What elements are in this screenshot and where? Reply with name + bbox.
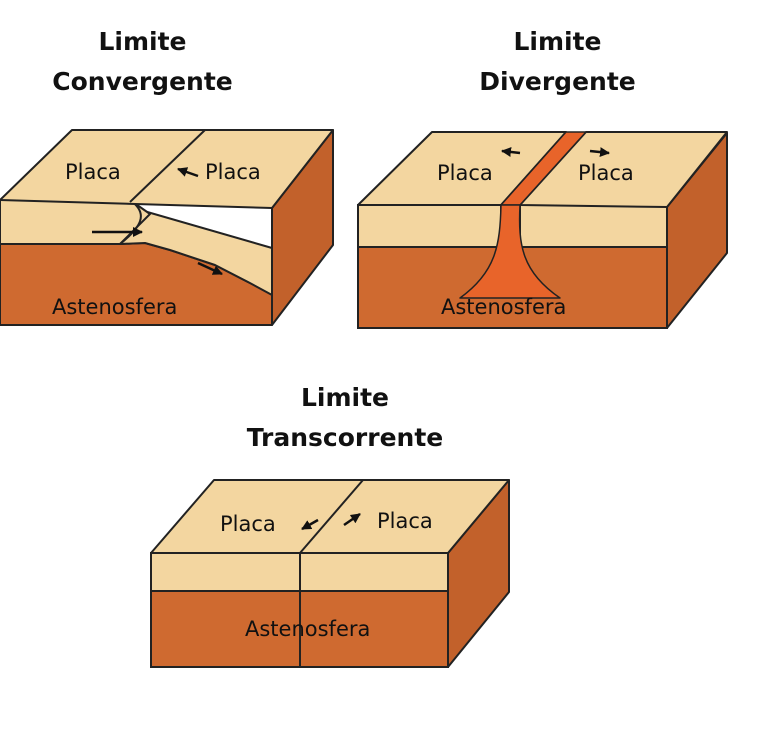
divergent-magma-column bbox=[459, 204, 561, 299]
convergent-title-line1: Limite bbox=[98, 27, 187, 56]
divergent-title-line1: Limite bbox=[513, 27, 602, 56]
divergent-mantle-label: Astenosfera bbox=[441, 295, 566, 319]
transform-plate-right-label: Placa bbox=[377, 509, 433, 533]
divergent-title: Limite Divergente bbox=[445, 22, 670, 102]
transform-mantle-label: Astenosfera bbox=[245, 617, 370, 641]
transform-title-line2: Transcorrente bbox=[246, 423, 444, 452]
transform-title-line1: Limite bbox=[300, 383, 390, 412]
convergent-plate-left-label: Placa bbox=[65, 160, 121, 184]
transform-title: Limite Transcorrente bbox=[215, 378, 475, 458]
convergent-arrow-slab bbox=[197, 261, 223, 276]
divergent-block: Placa Placa Astenosfera bbox=[357, 131, 728, 329]
convergent-title-line2: Convergente bbox=[52, 67, 233, 96]
convergent-mantle-label: Astenosfera bbox=[52, 295, 177, 319]
convergent-subducting-slab bbox=[119, 206, 273, 296]
divergent-arrow-left bbox=[501, 147, 521, 157]
divergent-plate-left-front bbox=[357, 204, 502, 248]
convergent-plate-right-label: Placa bbox=[205, 160, 261, 184]
convergent-title: Limite Convergente bbox=[30, 22, 255, 102]
divergent-plate-right-front bbox=[519, 204, 668, 248]
transform-block: Placa Placa Astenosfera bbox=[150, 479, 510, 668]
transform-arrow-right bbox=[343, 512, 361, 527]
divergent-plate-right-label: Placa bbox=[578, 161, 634, 185]
convergent-top-face bbox=[0, 129, 334, 209]
transform-arrow-left bbox=[301, 518, 319, 531]
convergent-arrow-top bbox=[177, 167, 199, 178]
transform-top-face bbox=[150, 479, 510, 554]
convergent-block: Placa Placa Astenosfera bbox=[0, 129, 334, 326]
transform-plate-left-label: Placa bbox=[220, 512, 276, 536]
divergent-arrow-right bbox=[589, 147, 610, 158]
divergent-title-line2: Divergente bbox=[479, 67, 636, 96]
divergent-plate-left-label: Placa bbox=[437, 161, 493, 185]
